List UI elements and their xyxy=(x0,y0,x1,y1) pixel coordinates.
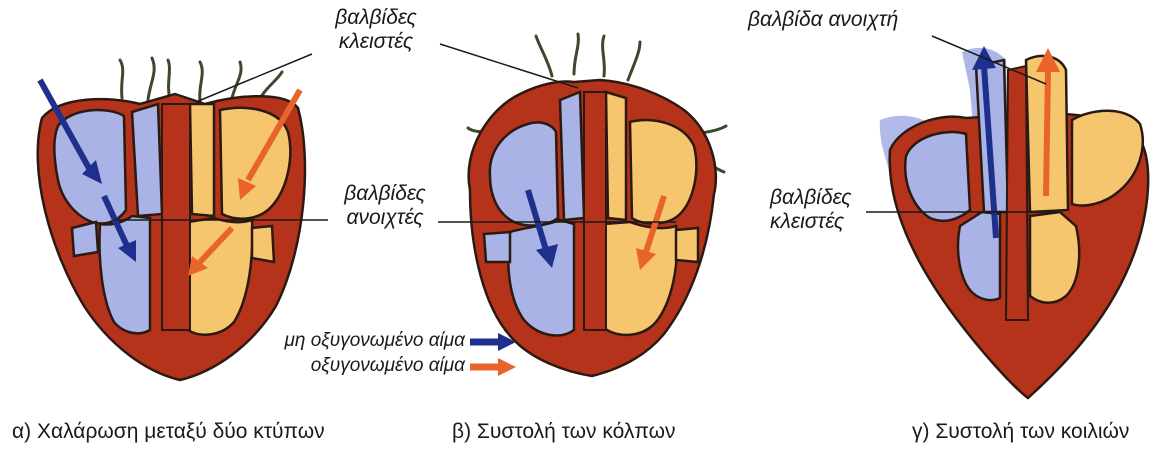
heart-b-septum xyxy=(584,92,606,330)
label-valves-closed-top-line2: κλειστές xyxy=(318,30,434,54)
heart-c-septum xyxy=(1006,66,1028,320)
label-valves-closed-right: βαλβίδες κλειστές xyxy=(770,186,870,234)
heart-b-left-tab xyxy=(484,232,510,262)
caption-b: β) Συστολή των κόλπων xyxy=(452,420,675,444)
legend-oxygenated-label: οξυγονωμένο αίμα xyxy=(311,355,465,377)
label-valves-closed-top: βαλβίδες κλειστές xyxy=(318,6,434,54)
heart-c-orange-arrow xyxy=(1046,70,1048,196)
heart-a-relaxation xyxy=(38,58,305,380)
label-valves-open-middle: βαλβίδες ανοιχτές xyxy=(330,182,440,230)
heart-c-left-ventricle xyxy=(1030,212,1079,303)
heart-b-aorta xyxy=(606,92,626,220)
heart-b-right-tab xyxy=(676,228,698,262)
legend-deoxygenated-label: μη οξυγονωμένο αίμα xyxy=(284,330,465,352)
caption-a: α) Χαλάρωση μεταξύ δύο κτύπων xyxy=(12,420,325,444)
legend-arrows xyxy=(470,333,516,376)
heart-a-septum xyxy=(162,104,190,330)
label-valves-open-middle-line2: ανοιχτές xyxy=(330,206,440,230)
legend-oxygenated-arrowhead xyxy=(498,358,516,376)
heart-b-pulmonary-trunk xyxy=(560,92,584,220)
heart-a-aorta xyxy=(190,104,214,216)
heart-a-right-tab xyxy=(252,226,274,262)
caption-c: γ) Συστολή των κοιλιών xyxy=(912,420,1129,444)
label-valves-closed-top-line1: βαλβίδες xyxy=(318,6,434,30)
leader-valves-closed-to-b xyxy=(440,44,578,88)
heart-a-left-tab xyxy=(72,222,98,256)
label-valve-open-top-right: βαλβίδα ανοιχτή xyxy=(748,8,898,32)
heart-c-ventricular-systole xyxy=(880,46,1148,398)
label-valves-closed-right-line2: κλειστές xyxy=(770,210,870,234)
heart-b-atrial-systole xyxy=(468,34,726,376)
heart-a-pulmonary-trunk xyxy=(132,104,162,216)
label-valves-open-middle-line1: βαλβίδες xyxy=(330,182,440,206)
label-valves-closed-right-line1: βαλβίδες xyxy=(770,186,870,210)
